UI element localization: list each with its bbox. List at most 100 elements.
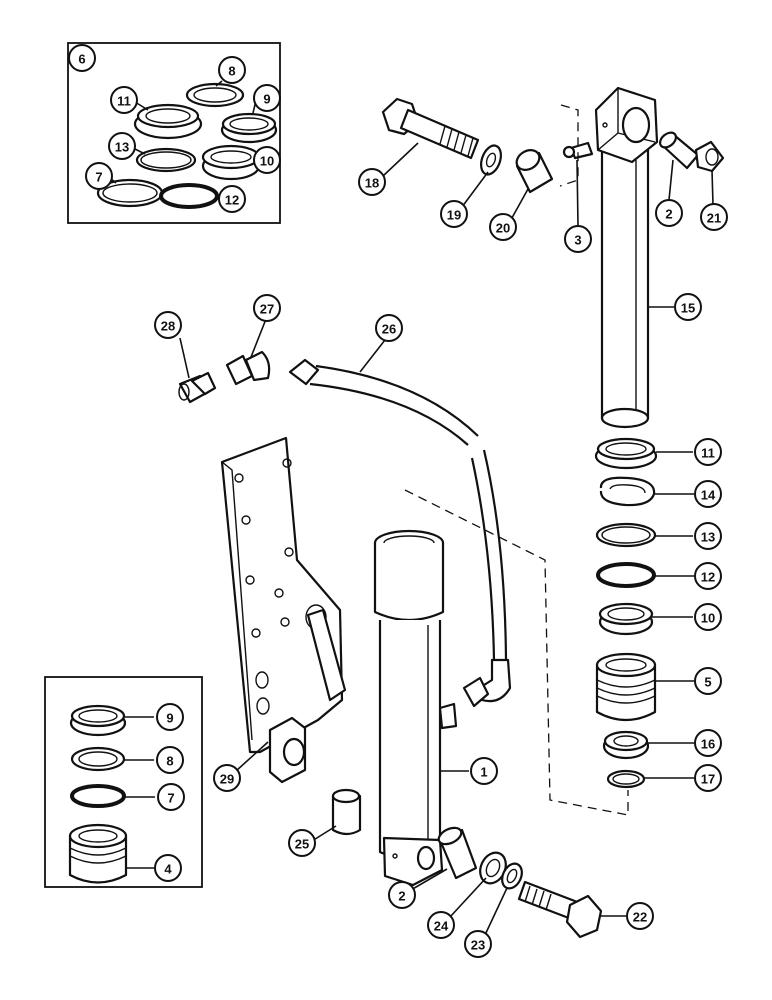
callout-number: 9 <box>166 711 173 726</box>
seal-kit-box-lower <box>44 676 203 888</box>
part-16-ring <box>602 730 650 760</box>
callout-1: 1 <box>470 757 498 785</box>
callout-25: 25 <box>288 829 316 857</box>
part-28-adapter-fitting <box>178 371 217 404</box>
callout-number: 26 <box>382 322 396 337</box>
callout-number: 29 <box>220 772 234 787</box>
part-29-mounting-bracket <box>220 436 347 784</box>
callout-22: 22 <box>626 902 654 930</box>
part-9-ring <box>220 112 278 144</box>
part-12-o-ring-right <box>596 562 656 588</box>
callout-number: 15 <box>681 301 695 316</box>
callout-13: 13 <box>108 132 136 160</box>
part-1-cylinder-body <box>373 529 458 887</box>
callout-circle <box>358 168 386 196</box>
callout-number: 11 <box>117 94 131 109</box>
callout-number: 10 <box>260 154 274 169</box>
callout-number: 10 <box>701 611 715 626</box>
callout-number: 12 <box>225 193 239 208</box>
callout-12: 12 <box>218 185 246 213</box>
part-13-backup-ring-right <box>595 522 657 548</box>
part-10-seal-right <box>598 602 654 636</box>
callout-number: 1 <box>480 765 487 780</box>
part-18-bolt <box>381 97 480 160</box>
callout-number: 20 <box>496 221 510 236</box>
part-19-washer <box>480 144 502 176</box>
part-21-fitting <box>694 140 725 173</box>
callout-number: 8 <box>228 64 235 79</box>
callout-17: 17 <box>694 764 722 792</box>
callout-18: 18 <box>358 168 386 196</box>
part-20-bushing <box>515 149 554 194</box>
part-8-ring <box>185 82 245 108</box>
callout-8: 8 <box>218 56 246 84</box>
callout-11: 11 <box>694 438 722 466</box>
callout-13: 13 <box>694 522 722 550</box>
callout-circle <box>464 930 492 958</box>
callout-number: 4 <box>164 862 172 877</box>
callout-circle <box>253 84 281 112</box>
callout-circle <box>694 438 722 466</box>
callout-number: 19 <box>447 208 461 223</box>
callout-circle <box>154 311 182 339</box>
part-26-hydraulic-hose <box>288 358 512 708</box>
callout-23: 23 <box>464 930 492 958</box>
callout-16: 16 <box>694 729 722 757</box>
callout-circle <box>655 199 683 227</box>
callout-circle <box>213 764 241 792</box>
seal-kit-box-upper <box>67 42 281 224</box>
callout-number: 7 <box>167 791 174 806</box>
part-12-o-ring <box>159 183 219 209</box>
callout-5: 5 <box>694 667 722 695</box>
callout-number: 11 <box>701 446 715 461</box>
callout-circle <box>253 294 281 322</box>
callout-3: 3 <box>564 225 592 253</box>
callout-number: 2 <box>398 889 405 904</box>
callout-number: 17 <box>701 772 715 787</box>
callout-number: 3 <box>574 233 581 248</box>
callout-number: 23 <box>471 938 485 953</box>
callout-circle <box>110 86 138 114</box>
callout-11: 11 <box>110 86 138 114</box>
callout-circle <box>154 854 182 882</box>
callout-number: 5 <box>704 675 711 690</box>
callout-circle <box>694 729 722 757</box>
callout-29: 29 <box>213 764 241 792</box>
callout-27: 27 <box>253 294 281 322</box>
callout-circle <box>564 225 592 253</box>
part-9-ring-lower <box>69 704 127 737</box>
callout-number: 25 <box>295 837 309 852</box>
assembly-line-upper <box>559 104 579 187</box>
callout-number: 7 <box>95 170 102 185</box>
callout-circle <box>489 213 517 241</box>
part-13-backup-ring <box>135 147 197 173</box>
callout-24: 24 <box>427 911 455 939</box>
callout-2: 2 <box>388 881 416 909</box>
callout-10: 10 <box>253 146 281 174</box>
part-22-bolt <box>517 880 603 939</box>
callout-number: 27 <box>260 302 274 317</box>
callout-number: 14 <box>701 488 716 503</box>
callout-circle <box>470 757 498 785</box>
callout-circle <box>375 314 403 342</box>
assembly-line-middle <box>404 489 629 816</box>
callout-circle <box>288 829 316 857</box>
callout-number: 21 <box>707 211 721 226</box>
callout-number: 24 <box>434 919 449 934</box>
callout-20: 20 <box>489 213 517 241</box>
callout-number: 22 <box>633 910 647 925</box>
callout-number: 13 <box>701 530 715 545</box>
part-15-cylinder-tube <box>594 86 659 429</box>
callout-4: 4 <box>154 854 182 882</box>
callout-circle <box>388 881 416 909</box>
part-14-snap-ring <box>599 476 656 507</box>
callout-9: 9 <box>156 703 184 731</box>
part-5-gland <box>595 652 657 722</box>
callout-number: 8 <box>166 754 173 769</box>
callout-21: 21 <box>700 203 728 231</box>
callout-circle <box>68 44 96 72</box>
callout-28: 28 <box>154 311 182 339</box>
part-11-wiper-seal-right <box>594 437 658 470</box>
